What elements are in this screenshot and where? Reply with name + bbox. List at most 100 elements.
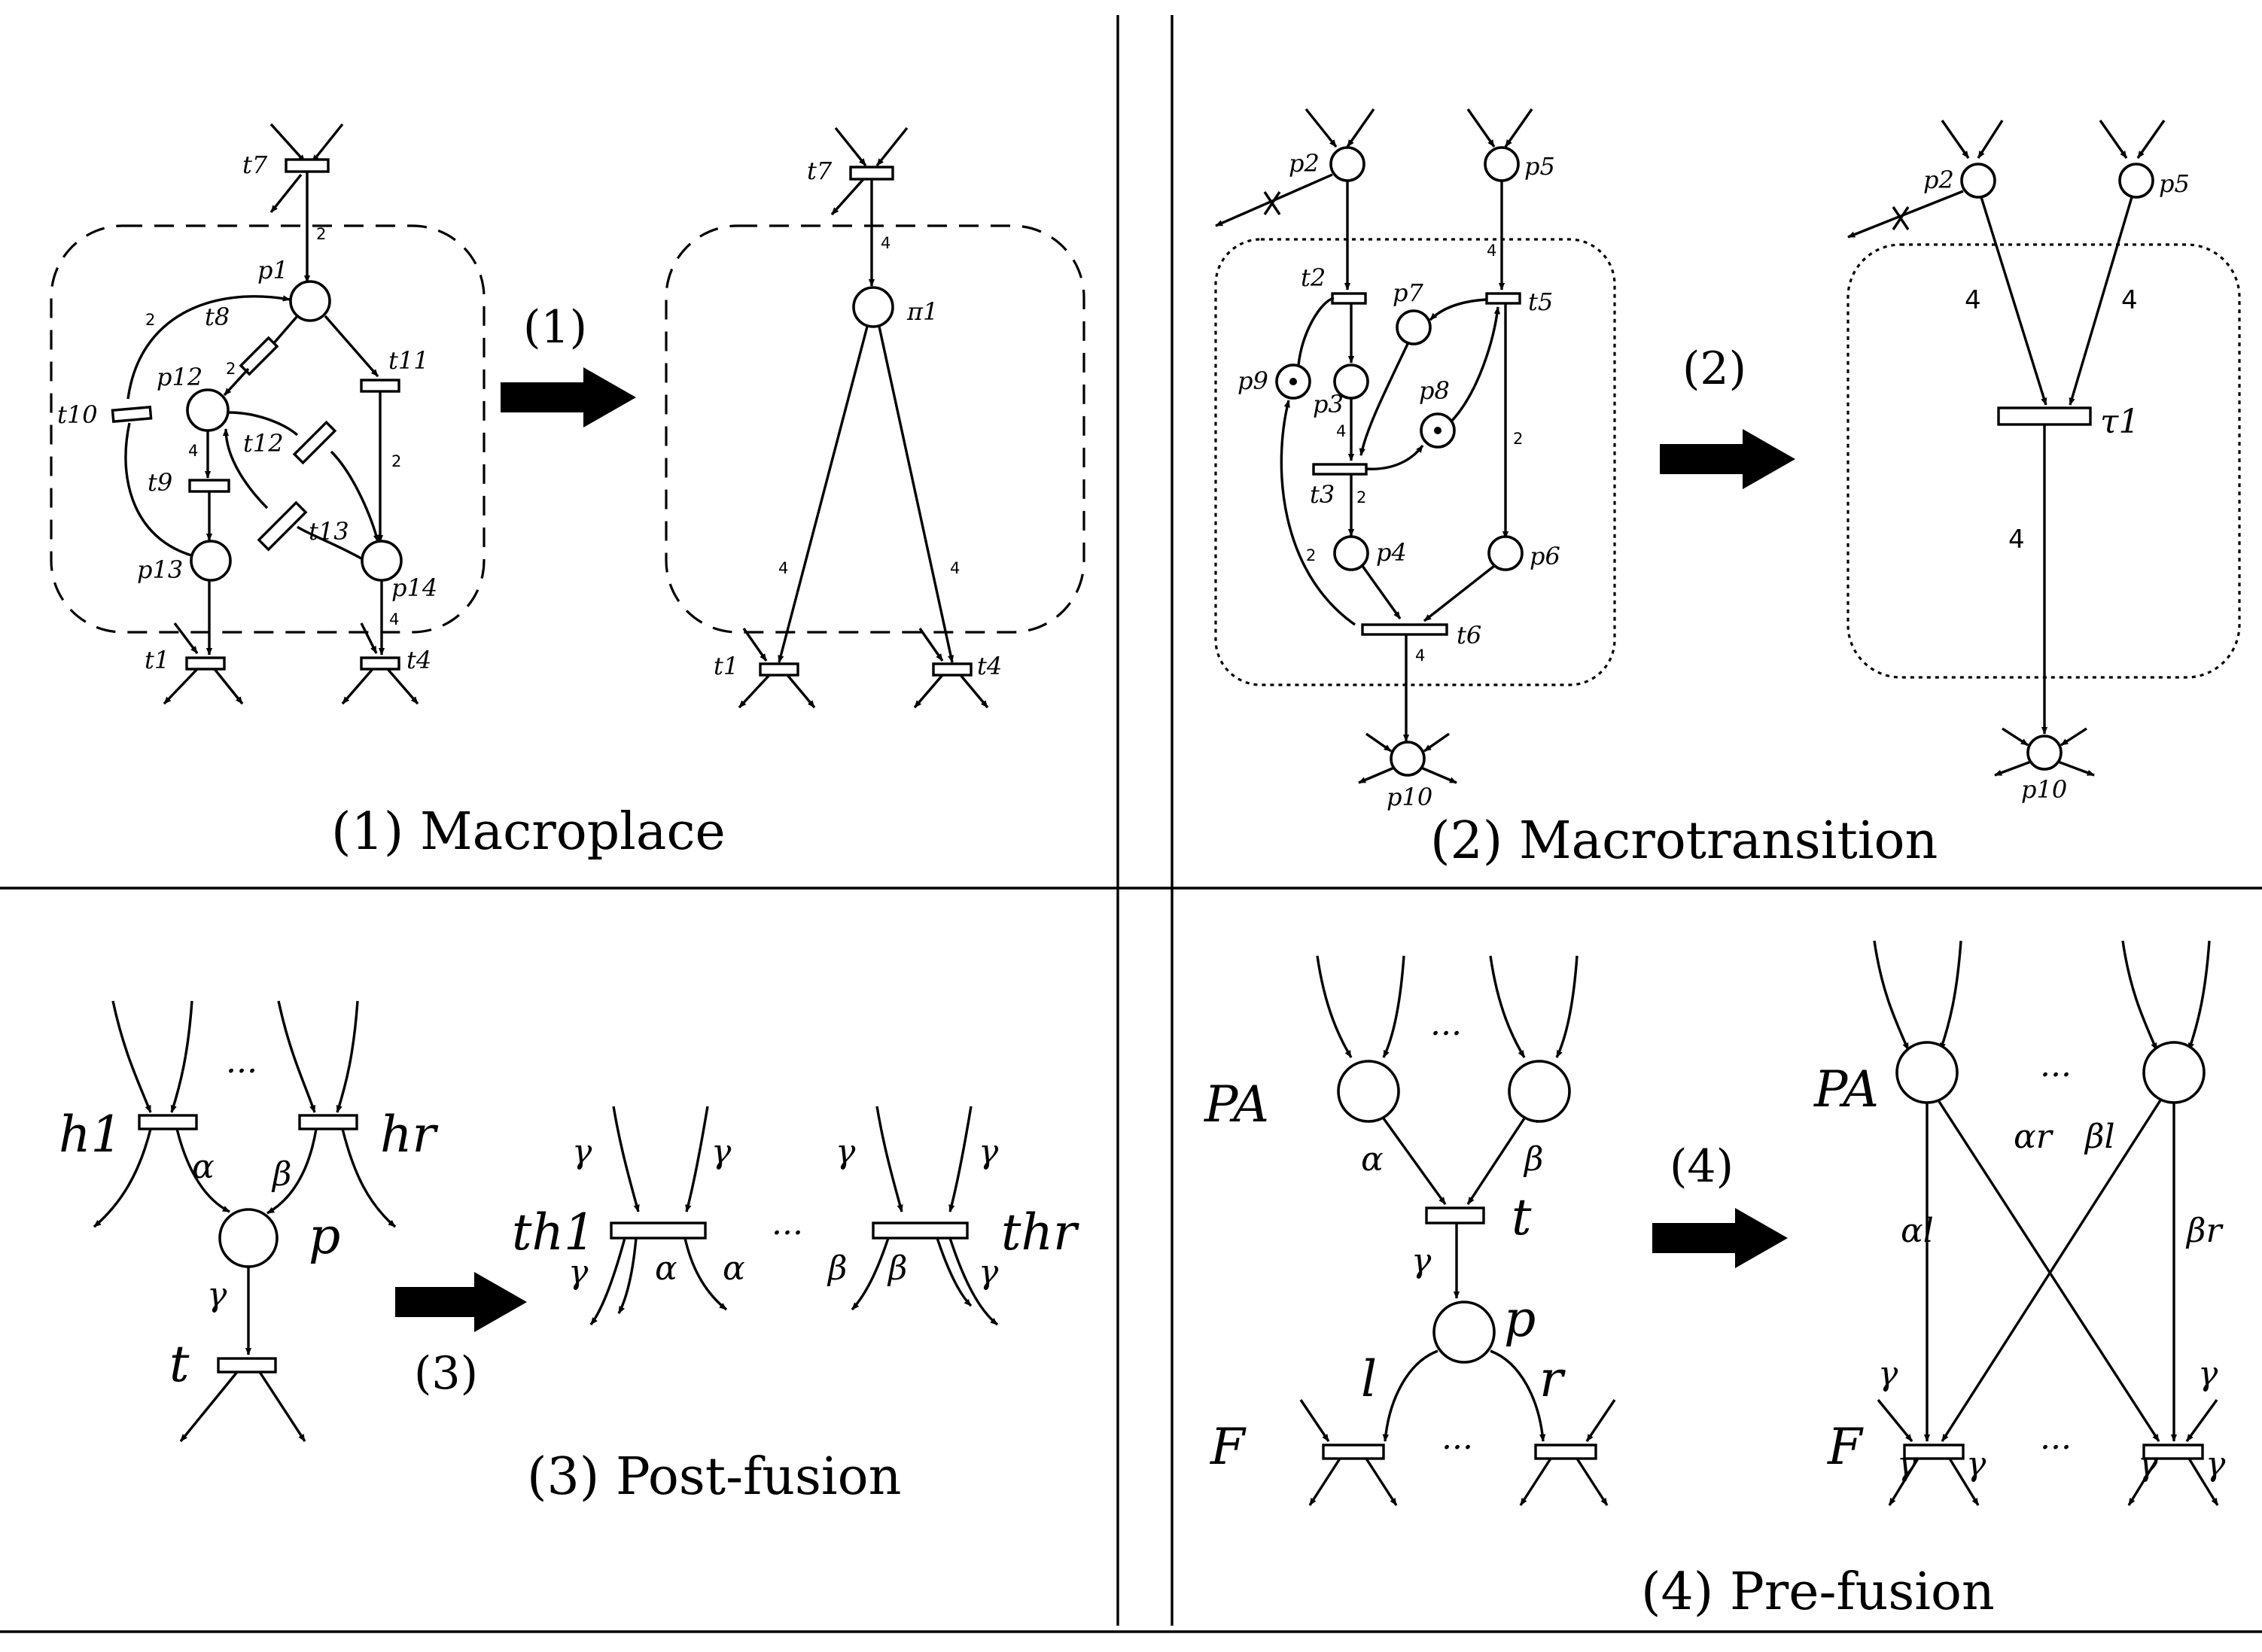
label-p10-after: p10	[2021, 775, 2067, 804]
label-tau1: τ1	[2100, 403, 2139, 441]
weight-t5: 2	[1513, 430, 1523, 448]
label-t3: t3	[1310, 480, 1335, 509]
label-thr: thr	[1001, 1203, 1079, 1261]
caption-pre-fusion: (4) Pre-fusion	[1641, 1562, 1995, 1622]
label-gamma-th1-a: γ	[572, 1133, 592, 1171]
weight-p5: 4	[1487, 242, 1496, 260]
label-t12: t12	[243, 429, 284, 458]
transition-t11	[360, 379, 400, 393]
transition-hr	[298, 1114, 358, 1130]
label-l: l	[1361, 1350, 1377, 1408]
transition-F-1-after	[1903, 1444, 1965, 1460]
transition-t5	[1485, 292, 1521, 305]
transition-t2	[1331, 292, 1367, 305]
label-gamma-after-4: γ	[2198, 1355, 2218, 1393]
weight-t8: 2	[226, 360, 236, 378]
label-th1: th1	[512, 1203, 595, 1261]
label-p5-after: p5	[2159, 169, 2190, 198]
label-p8: p8	[1419, 376, 1450, 405]
weight-top: 2	[316, 225, 326, 243]
label-alpha-th1: α	[655, 1249, 677, 1288]
quadrant-pre-fusion: ... PA α β t γ p l r F ... (4)	[1204, 940, 2226, 1622]
weight-top-after: 4	[881, 234, 890, 252]
place-p-q4	[1432, 1301, 1496, 1364]
place-p5-after	[2118, 163, 2154, 199]
transition-t4-after	[932, 662, 973, 677]
macroplace-boundary	[50, 224, 486, 634]
place-p10	[1390, 741, 1426, 777]
label-gamma-after-1: γ	[1878, 1355, 1898, 1393]
arrow-1	[501, 367, 636, 427]
weight-left-after-t: 4	[1965, 285, 1981, 315]
label-gamma-th1-b: γ	[711, 1133, 732, 1171]
place-pi1	[852, 286, 894, 328]
dots-F: ...	[1442, 1419, 1473, 1457]
arrow-4	[1652, 1208, 1788, 1268]
label-p2-after: p2	[1923, 166, 1954, 194]
dots-th: ...	[772, 1204, 803, 1243]
place-p13	[190, 540, 232, 582]
label-t1-after: t1	[714, 652, 738, 680]
label-t-q4: t	[1512, 1188, 1532, 1246]
caption-macroplace: (1) Macroplace	[331, 802, 726, 862]
transition-t10	[111, 406, 153, 423]
dots-PA-after: ...	[2040, 1046, 2072, 1085]
label-PA-after: PA	[1813, 1060, 1879, 1118]
transition-t12	[292, 420, 337, 465]
label-gamma-thr-a: γ	[836, 1133, 856, 1171]
transition-F-2	[1534, 1444, 1597, 1460]
label-t7-after: t7	[807, 157, 833, 185]
weight-down-after: 4	[2008, 525, 2025, 555]
dots-h: ...	[226, 1042, 257, 1081]
place-PA-1	[1337, 1060, 1400, 1123]
place-p2	[1329, 146, 1365, 182]
label-alphar: αr	[2014, 1118, 2054, 1156]
label-F: F	[1210, 1418, 1247, 1476]
place-PA-2-after	[2142, 1041, 2206, 1104]
label-t11: t11	[388, 346, 429, 375]
caption-macrotransition: (2) Macrotransition	[1430, 811, 1938, 871]
place-PA-1-after	[1895, 1041, 1959, 1104]
label-p3: p3	[1313, 390, 1344, 418]
label-p: p	[309, 1207, 340, 1265]
weight-right-after-t: 4	[2121, 285, 2138, 315]
label-p13: p13	[137, 555, 183, 584]
transition-t-q3	[217, 1357, 277, 1374]
label-t6: t6	[1457, 621, 1481, 650]
label-betal: βl	[2084, 1118, 2115, 1156]
label-t2: t2	[1301, 263, 1326, 292]
separators	[0, 15, 2262, 1633]
macroplace-boundary-after	[665, 224, 1085, 634]
quadrant-macrotransition: p2 p5 4 t2 t5 2 p7 p9 2 p3	[1214, 108, 2241, 871]
label-alphal: αl	[1901, 1212, 1934, 1250]
label-beta-q4: β	[1523, 1140, 1543, 1179]
place-p5	[1484, 146, 1520, 182]
step-label-3: (3)	[414, 1347, 478, 1400]
label-alpha-th1-b: α	[723, 1249, 745, 1288]
label-hr: hr	[380, 1106, 439, 1164]
transition-t4	[360, 656, 400, 671]
label-betar: βr	[2185, 1212, 2224, 1250]
label-alpha: α	[192, 1148, 215, 1186]
weight-t9: 4	[188, 442, 198, 460]
caption-post-fusion: (3) Post-fusion	[527, 1447, 901, 1507]
label-p1: p1	[257, 256, 288, 284]
transition-tau1	[1997, 406, 2092, 426]
label-beta: β	[271, 1155, 291, 1194]
quadrant-post-fusion: h1 α ... hr β p γ t (3) γ γ th1 γ	[59, 1000, 1079, 1507]
label-PA: PA	[1204, 1075, 1269, 1133]
transition-F-2-after	[2142, 1444, 2204, 1460]
label-t7: t7	[242, 151, 268, 179]
weight-t4: 4	[389, 610, 399, 628]
label-p10: p10	[1387, 783, 1432, 811]
label-t13: t13	[309, 517, 349, 546]
step-label-4: (4)	[1670, 1140, 1734, 1193]
label-p2: p2	[1289, 149, 1320, 178]
weight-loop-t3: 2	[1306, 546, 1316, 564]
step-label-2: (2)	[1682, 342, 1746, 395]
label-gamma-q4: γ	[1411, 1242, 1432, 1280]
place-p10-after	[2026, 735, 2063, 771]
label-t8: t8	[205, 303, 230, 331]
label-r: r	[1539, 1350, 1566, 1408]
transition-t7	[285, 158, 330, 173]
